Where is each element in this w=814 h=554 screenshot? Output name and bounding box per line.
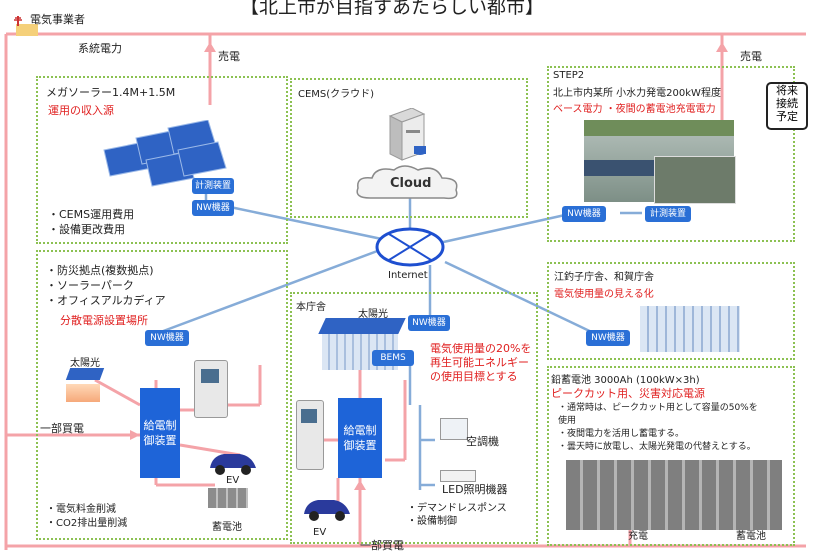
- cems-title: CEMS(クラウド): [298, 89, 375, 100]
- power-plant-icon: [10, 14, 38, 36]
- disaster-note: 分散電源設置場所: [60, 314, 148, 327]
- lead-battery-line-3: ・夜間電力を活用し蓄電する。: [558, 429, 685, 439]
- cityhall-partial-buy-label: 一部買電: [360, 539, 404, 552]
- mega-solar-box: [36, 76, 288, 244]
- lead-battery-icon: [566, 460, 782, 530]
- step2-note: ベース電力 ・夜間の蓄電池充電電力: [553, 104, 716, 115]
- mega-meter-device: 計測装置: [192, 178, 234, 194]
- step2-meter-device: 計測装置: [645, 206, 691, 222]
- lead-battery-line-1: ・通常時は、ピークカット用として容量の50%を: [558, 403, 758, 413]
- air-conditioner-label: 空調機: [466, 435, 499, 448]
- step2-line-1: STEP2: [553, 70, 585, 81]
- led-light-label: LED照明機器: [442, 483, 508, 496]
- page-title: 【北上市が目指すあたらしい都市】: [240, 0, 545, 18]
- hydro-photo: [584, 120, 736, 204]
- mega-solar-line-1: ・CEMS運用費用: [48, 208, 135, 221]
- disaster-solar-label: 太陽光: [70, 358, 100, 369]
- branch-note: 電気使用量の見える化: [554, 289, 654, 300]
- cityhall-title: 本庁舎: [296, 302, 326, 313]
- mega-solar-line-2: ・設備更改費用: [48, 223, 125, 236]
- lead-battery-label: 蓄電池: [736, 531, 766, 542]
- cityhall-ev-label: EV: [313, 527, 327, 538]
- disaster-bottom-2: ・CO2排出量削減: [46, 518, 128, 529]
- cityhall-bems-device: BEMS: [372, 350, 414, 366]
- building-icon: [66, 384, 100, 402]
- lead-charge-label: 充電: [628, 531, 648, 542]
- mega-nw-device: NW機器: [192, 200, 234, 216]
- branch-nw-device: NW機器: [586, 330, 630, 346]
- disaster-bottom-1: ・電気料金削減: [46, 504, 116, 515]
- cems-box: [290, 78, 528, 218]
- solar-panels-icon: [96, 120, 227, 187]
- cityhall-demand-1: ・デマンドレスポンス: [407, 503, 507, 514]
- lead-battery-note: ピークカット用、災害対応電源: [551, 387, 705, 400]
- disaster-box: [36, 250, 288, 540]
- disaster-line-3: ・オフィスアルカディア: [46, 294, 166, 307]
- sell-arrow-left: [204, 42, 216, 52]
- lead-battery-line-2: 使用: [558, 416, 577, 426]
- cityhall-note: 電気使用量の20%を再生可能エネルギーの使用目標とする: [430, 342, 532, 383]
- branch-title: 江釣子庁舎、和賀庁舎: [554, 272, 654, 283]
- led-light-icon: [440, 470, 476, 482]
- cityhall-power-controller: 給電制 御装置: [338, 398, 382, 478]
- cityhall-solar-label: 太陽光: [358, 309, 388, 320]
- lead-battery-line-4: ・曇天時に放電し、太陽光発電の代替えとする。: [558, 442, 756, 452]
- disaster-battery-label: 蓄電池: [212, 522, 242, 533]
- cityhall-demand-2: ・設備制御: [407, 516, 457, 527]
- disaster-partial-buy-label: 一部買電: [40, 422, 84, 435]
- mega-solar-note: 運用の収入源: [48, 104, 114, 117]
- disaster-solar-icon: [65, 368, 105, 380]
- disaster-ev-charger-icon: [194, 360, 228, 418]
- branch-box: [547, 262, 795, 360]
- disaster-line-1: ・防災拠点(複数拠点): [46, 264, 154, 277]
- cloud-label: Cloud: [390, 176, 432, 191]
- sell-arrow-right: [716, 42, 728, 52]
- lead-battery-box: [547, 366, 795, 546]
- disaster-nw-device: NW機器: [145, 330, 189, 346]
- grid-power-label: 系統電力: [78, 42, 122, 55]
- data-line-disaster: [149, 248, 381, 338]
- sell-label-right: 売電: [740, 50, 762, 63]
- disaster-ev-label: EV: [226, 475, 240, 486]
- cityhall-solar-icon: [318, 318, 406, 334]
- disaster-battery-icon: [208, 488, 248, 508]
- sell-label-left: 売電: [218, 50, 240, 63]
- disaster-ev-car-icon: [206, 448, 258, 476]
- cityhall-ev-charger-icon: [296, 400, 324, 470]
- disaster-line-2: ・ソーラーパーク: [46, 279, 134, 292]
- branch-building-icon: [640, 306, 740, 352]
- utility-label: 電気事業者: [30, 13, 85, 26]
- data-line-step2: [429, 211, 575, 247]
- step2-nw-device: NW機器: [562, 206, 606, 222]
- internet-icon: [375, 226, 445, 268]
- cityhall-nw-device: NW機器: [408, 315, 450, 331]
- internet-label: Internet: [388, 270, 428, 281]
- future-connection-label: 将来 接続 予定: [766, 82, 808, 130]
- step2-box: [547, 66, 795, 242]
- data-line-branch: [444, 260, 601, 338]
- mega-solar-title: メガソーラー1.4M+1.5M: [46, 86, 176, 99]
- disaster-power-controller: 給電制 御装置: [140, 388, 180, 478]
- server-icon: [386, 108, 426, 161]
- cloud-icon: [352, 164, 464, 204]
- air-conditioner-icon: [440, 418, 468, 440]
- lead-battery-title: 鉛蓄電池 3000Ah (100kW×3h): [551, 375, 700, 386]
- cityhall-box: [290, 292, 538, 544]
- cityhall-ev-car-icon: [300, 494, 352, 522]
- step2-line-2: 北上市内某所 小水力発電200kW程度: [553, 88, 721, 99]
